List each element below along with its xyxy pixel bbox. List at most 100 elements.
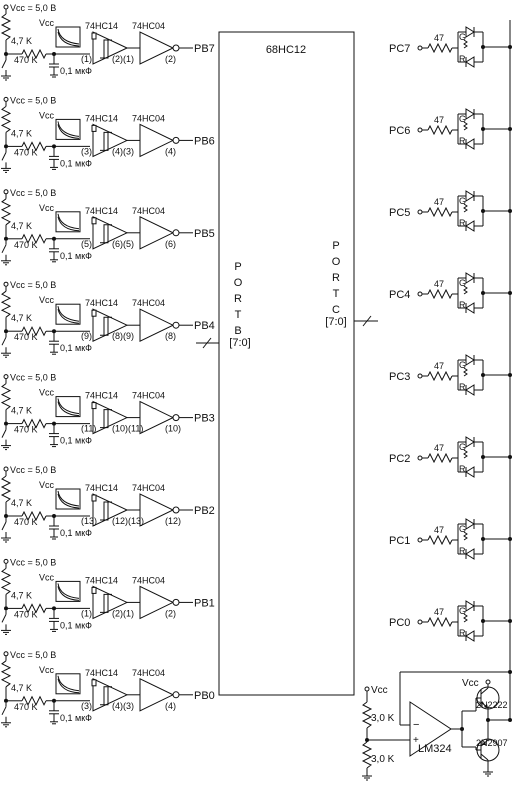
input-channel-pb0: Vcc = 5,0 В 4,7 K 470 K 0,1 мкФ Vcc 74HC… xyxy=(0,650,215,728)
output-channel-pc6: PC6 47 G R xyxy=(389,108,512,150)
supply-label: Vcc = 5,0 В xyxy=(10,3,56,13)
opamp-label: LM324 xyxy=(418,743,452,755)
pullup-label: 4,7 K xyxy=(11,683,32,693)
port-label: PB4 xyxy=(194,320,215,332)
portb-letter: P xyxy=(234,261,241,273)
resistor-label: 47 xyxy=(434,115,444,125)
supply-terminal xyxy=(3,189,9,195)
input-channel-pb5: Vcc = 5,0 В 4,7 K 470 K 0,1 мкФ Vcc 74HC… xyxy=(0,188,215,266)
schmitt-chip-label: 74HC14 xyxy=(85,113,118,123)
npn-label: 2N2222 xyxy=(476,700,508,710)
light-arrow xyxy=(463,39,468,49)
vcc-label: Vcc xyxy=(39,18,55,28)
input-channel-pb6: Vcc = 5,0 В 4,7 K 470 K 0,1 мкФ Vcc 74HC… xyxy=(0,95,215,173)
inverter-bubble xyxy=(172,691,180,699)
inverter-chip-label: 74HC04 xyxy=(132,298,165,308)
port-label: PC0 xyxy=(389,617,410,629)
series-resistor-label: 470 K xyxy=(14,147,38,157)
portb-letter: T xyxy=(235,309,242,321)
hysteresis-symbol xyxy=(100,131,112,151)
led-red xyxy=(465,56,475,68)
series-resistor-label: 470 K xyxy=(14,609,38,619)
inverter-bubble xyxy=(172,229,180,237)
pin-b: (2)(1) xyxy=(112,54,134,64)
led-green xyxy=(465,436,475,448)
port-label: PB6 xyxy=(194,135,215,147)
mcu-body xyxy=(218,31,355,696)
inverter-bubble xyxy=(172,136,180,144)
inverter-bubble xyxy=(172,506,180,514)
rc-waveform xyxy=(55,673,81,695)
led-resistor xyxy=(427,124,453,136)
port-label: PC2 xyxy=(389,453,410,465)
pullup-resistor xyxy=(0,660,12,688)
switch-contact xyxy=(1,59,7,69)
hysteresis-symbol xyxy=(100,686,112,706)
inverter-gate xyxy=(139,585,175,620)
pin-b: (6)(5) xyxy=(112,239,134,249)
led-green-label: G xyxy=(459,360,466,370)
inverter-gate xyxy=(139,31,175,65)
input-channel-pb4: Vcc = 5,0 В 4,7 K 470 K 0,1 мкФ Vcc 74HC… xyxy=(0,280,215,358)
light-arrow xyxy=(463,531,468,541)
series-resistor xyxy=(21,48,47,60)
resistor-label: 47 xyxy=(434,361,444,371)
supply-label: Vcc = 5,0 В xyxy=(10,188,56,198)
inverter-gate xyxy=(139,493,175,527)
divider-resistor-bottom xyxy=(361,741,373,769)
divider-bottom-label: 3,0 K xyxy=(371,754,395,765)
supply-label: Vcc = 5,0 В xyxy=(10,95,56,105)
pullup-resistor xyxy=(0,198,12,226)
led-red-label: R xyxy=(459,628,466,638)
light-arrow xyxy=(463,203,468,213)
pullup-resistor xyxy=(0,568,12,595)
pullup-label: 4,7 K xyxy=(11,313,32,323)
led-resistor xyxy=(427,534,453,546)
led-resistor xyxy=(427,288,453,300)
switch-contact xyxy=(1,614,7,623)
inverter-bubble xyxy=(172,44,180,52)
led-green-label: G xyxy=(459,32,466,42)
switch-contact xyxy=(1,336,7,346)
inverter-gate xyxy=(139,678,175,712)
capacitor-label: 0,1 мкФ xyxy=(60,66,92,76)
switch-contact xyxy=(1,152,7,161)
inverter-bubble xyxy=(172,598,180,606)
vcc-label: Vcc xyxy=(39,572,55,582)
switch-contact xyxy=(1,521,7,531)
vcc-right-label: Vcc xyxy=(462,678,479,689)
led-red xyxy=(465,630,475,642)
supply-terminal xyxy=(3,96,9,102)
portc-letter: P xyxy=(332,240,339,252)
led-green xyxy=(465,600,475,612)
light-arrow xyxy=(463,449,468,459)
inverter-bubble xyxy=(172,414,180,422)
light-arrow xyxy=(463,367,468,377)
supply-label: Vcc = 5,0 В xyxy=(10,465,56,475)
led-resistor xyxy=(427,206,453,218)
supply-terminal xyxy=(3,374,9,380)
pin-c: (10) xyxy=(165,424,181,434)
resistor-label: 47 xyxy=(434,279,444,289)
pnp-label: 2N2907 xyxy=(476,738,508,748)
schmitt-chip-label: 74HC14 xyxy=(85,391,118,401)
led-red-label: R xyxy=(459,464,466,474)
pullup-resistor xyxy=(0,13,12,41)
capacitor-label: 0,1 мкФ xyxy=(60,251,92,261)
pullup-resistor xyxy=(0,475,12,503)
rc-waveform xyxy=(55,118,81,140)
led-resistor xyxy=(427,370,453,382)
schmitt-chip-label: 74HC14 xyxy=(85,575,118,585)
led-green xyxy=(465,190,475,202)
supply-terminal xyxy=(3,281,9,287)
inverter-chip-label: 74HC04 xyxy=(132,391,165,401)
switch-contact xyxy=(1,706,7,716)
portc-label: P O R T C [7:0] xyxy=(325,240,346,328)
led-resistor xyxy=(427,452,453,464)
portc-letter: T xyxy=(333,288,340,300)
port-label: PC5 xyxy=(389,207,410,219)
series-resistor-label: 470 K xyxy=(14,702,38,712)
led-green xyxy=(465,108,475,120)
led-red-label: R xyxy=(459,54,466,64)
led-driver-circuit: Vcc 3,0 K 3,0 K − + LM324 Vcc 2N2222 xyxy=(361,670,512,781)
